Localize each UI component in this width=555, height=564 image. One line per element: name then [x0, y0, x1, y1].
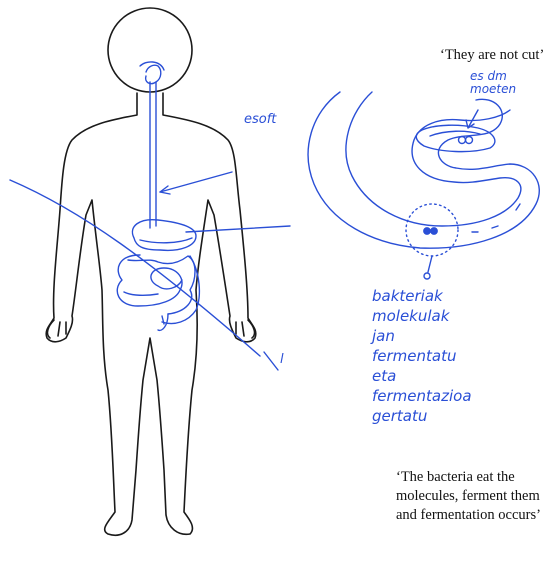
esophagus: [150, 82, 156, 228]
stomach-fold: [140, 238, 192, 243]
esophagus-pointer: [160, 172, 232, 192]
esophagus-label: esoft: [244, 112, 276, 128]
bacteria-pointer: [428, 256, 432, 272]
lumen-dash-2: [492, 226, 498, 228]
torso-arm-outline: [46, 93, 256, 535]
caption-bottom: ‘The bacteria eat the molecules, ferment…: [396, 468, 548, 525]
lumen-dash-3: [516, 204, 520, 210]
small-intestine: [117, 255, 195, 314]
bacteria-pointer-end: [424, 273, 430, 279]
molecule-arrow: [466, 110, 478, 128]
molecule-right: [466, 137, 473, 144]
note-line: bakteriak: [372, 286, 555, 306]
stomach: [132, 220, 196, 251]
note-line: fermentatu: [372, 346, 555, 366]
stomach-pointer: [186, 226, 290, 232]
head-outline: [108, 8, 192, 92]
note-line: fermentazioa: [372, 386, 555, 406]
bacteria-1: [424, 228, 430, 234]
rectum: [158, 314, 168, 330]
mouth-sketch: [146, 65, 161, 83]
intestine-label: es dm moeten: [470, 70, 516, 96]
intestine-enlargement: [308, 92, 539, 279]
lumen-shape: [416, 125, 495, 151]
note-line: molekulak: [372, 306, 555, 326]
body-outline: [46, 8, 256, 535]
digestive-tract: [10, 62, 290, 370]
bacteria-2: [431, 228, 437, 234]
note-line: gertatu: [372, 406, 555, 426]
note-line: eta: [372, 366, 555, 386]
handwritten-notes: bakteriak molekulak jan fermentatu eta f…: [372, 286, 555, 426]
diagonal-line-tail: [264, 352, 278, 370]
caption-top: ‘They are not cut’: [440, 46, 552, 65]
note-line: jan: [372, 326, 555, 346]
diagonal-line-label: l: [280, 352, 284, 368]
intestine-inner-wall: [346, 92, 521, 226]
molecule-left: [459, 137, 466, 144]
